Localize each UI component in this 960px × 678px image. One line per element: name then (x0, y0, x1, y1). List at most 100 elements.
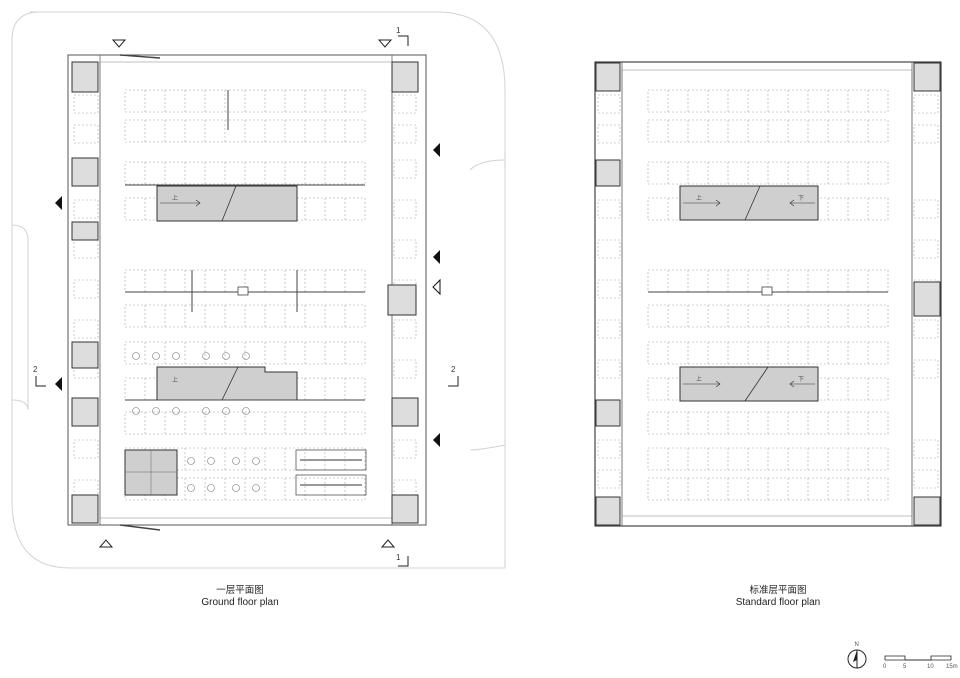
access-road-curve (11, 224, 29, 411)
bicycle-area (295, 449, 367, 471)
scale-tick: 0 (883, 664, 887, 670)
stall-row (597, 199, 621, 219)
entry-arrow (377, 39, 393, 48)
accessible-icon (172, 352, 180, 360)
accessible-icon (222, 352, 230, 360)
stair-core (391, 397, 419, 427)
caption-cn: 标准层平面图 (749, 585, 807, 596)
stall-row (913, 199, 939, 219)
stair-core (71, 61, 99, 93)
stall-row (393, 439, 417, 459)
stall-row (647, 89, 889, 113)
accessible-icon (187, 457, 195, 465)
stall-row (597, 279, 621, 299)
stair-core (387, 284, 417, 316)
stall-row (597, 124, 621, 144)
stair-core (595, 399, 621, 427)
stair-core (71, 494, 99, 524)
stall-row (647, 447, 889, 471)
stair-core (391, 494, 419, 524)
stall-row (124, 89, 366, 113)
stair-core (595, 496, 621, 526)
accessible-icon (132, 352, 140, 360)
stall-row (73, 319, 99, 339)
stair-core (913, 496, 941, 526)
entrance-markers (55, 39, 441, 548)
stall-row (647, 477, 889, 501)
stair-core (71, 341, 99, 369)
accessible-icon (202, 352, 210, 360)
stall-row (597, 319, 621, 339)
accessible-icon (222, 407, 230, 415)
accessible-icon (242, 352, 250, 360)
entry-arrow (433, 433, 440, 447)
bicycle-area (295, 474, 367, 496)
accessible-icon (232, 457, 240, 465)
accessible-icon (187, 484, 195, 492)
stair-core (71, 397, 99, 427)
stall-row (124, 411, 366, 435)
stall-row (73, 239, 99, 259)
stair-core (913, 62, 941, 92)
north-label: N (855, 642, 859, 648)
stall-row (124, 119, 366, 143)
stall-row (124, 341, 366, 365)
accessible-icon (152, 407, 160, 415)
stair-core (71, 221, 99, 241)
stall-row (647, 119, 889, 143)
stall-row (597, 239, 621, 259)
stall-row (647, 411, 889, 435)
ground-floor-plan: 上 上 (67, 54, 427, 531)
stall-row (73, 439, 99, 459)
stall-row (913, 239, 939, 259)
accessible-icon (172, 407, 180, 415)
ramp-label: 上 (696, 194, 702, 202)
stall-row (913, 124, 939, 144)
scale-tick: 15m (946, 664, 958, 670)
accessible-icon (242, 407, 250, 415)
accessible-icon (252, 457, 260, 465)
stall-row (73, 124, 99, 144)
section-marks: 1 1 2 2 (33, 26, 459, 567)
ramp-label: 上 (696, 375, 702, 383)
ramp-label: 上 (172, 376, 178, 384)
entry-arrow (433, 250, 440, 264)
stall-row (913, 94, 939, 114)
scale-bar: 0 5 10 15m (883, 655, 958, 670)
accessible-stalls (132, 352, 260, 492)
accessible-icon (232, 484, 240, 492)
stall-row (393, 239, 417, 259)
entry-arrow (432, 278, 441, 296)
stall-row (124, 161, 366, 185)
stall-row (913, 439, 939, 459)
entry-arrow (55, 196, 62, 210)
stall-row (913, 319, 939, 339)
stall-row (73, 279, 99, 299)
stair-core (913, 281, 941, 317)
section-mark-label: 1 (396, 26, 401, 35)
ramp (156, 185, 298, 222)
ramp-label: 下 (798, 376, 804, 383)
stall-row (647, 304, 889, 328)
stall-row (597, 469, 621, 489)
stall-row (393, 124, 417, 144)
stall-row (393, 199, 417, 219)
accessible-icon (207, 457, 215, 465)
stall-row (124, 304, 366, 328)
parking-stalls (73, 69, 417, 501)
scale-tick: 10 (927, 664, 934, 670)
stall-row (597, 359, 621, 379)
access-road-curve (469, 159, 506, 451)
stall-row (647, 161, 889, 185)
site-boundary (11, 11, 506, 569)
stall-row (73, 199, 99, 219)
ground-floor-caption: 一层平面图 Ground floor plan (190, 585, 290, 609)
section-mark-label: 1 (396, 553, 401, 562)
standard-floor-plan: 上 下 上 下 (594, 61, 942, 527)
stair-core (391, 61, 419, 93)
stall-row (393, 359, 417, 379)
stall-row (73, 94, 99, 114)
caption-en: Ground floor plan (201, 597, 279, 608)
stall-row (913, 469, 939, 489)
